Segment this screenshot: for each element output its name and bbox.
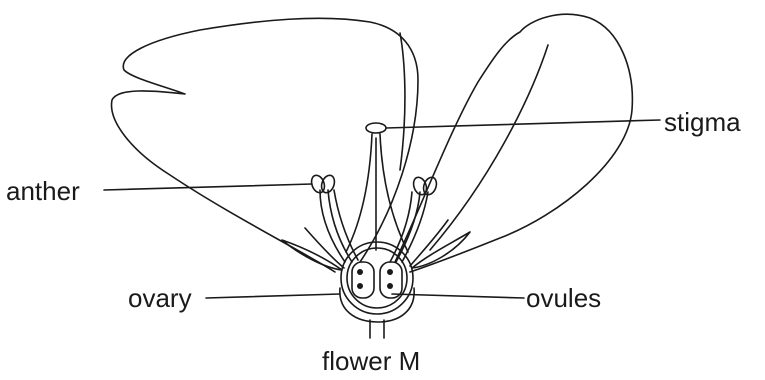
ovule [357,283,363,289]
ovule [357,269,363,275]
leader-line-ovary [206,294,340,298]
ovule [387,283,393,289]
label-stigma: stigma [664,109,741,135]
label-anther: anther [6,178,80,204]
label-ovary: ovary [128,285,192,311]
petal-crease [430,45,548,250]
sepal-right [410,220,448,266]
leader-line-ovules [392,294,524,298]
style [346,134,372,252]
stamen-filament-left [328,190,352,262]
stamen-filament-left [320,190,345,262]
stigma [366,123,386,133]
petal-right [395,14,632,272]
ovule-chamber [380,262,402,298]
label-ovules: ovules [526,285,601,311]
sepal-left [282,240,342,270]
diagram-caption: flower M [322,348,420,374]
ovule-chamber [352,262,374,298]
stamen-filament-right [402,192,428,262]
petal-crease [400,33,405,170]
style [380,134,408,252]
ovule [387,269,393,275]
leader-line-anther [104,184,312,190]
leader-line-stigma [386,120,660,128]
